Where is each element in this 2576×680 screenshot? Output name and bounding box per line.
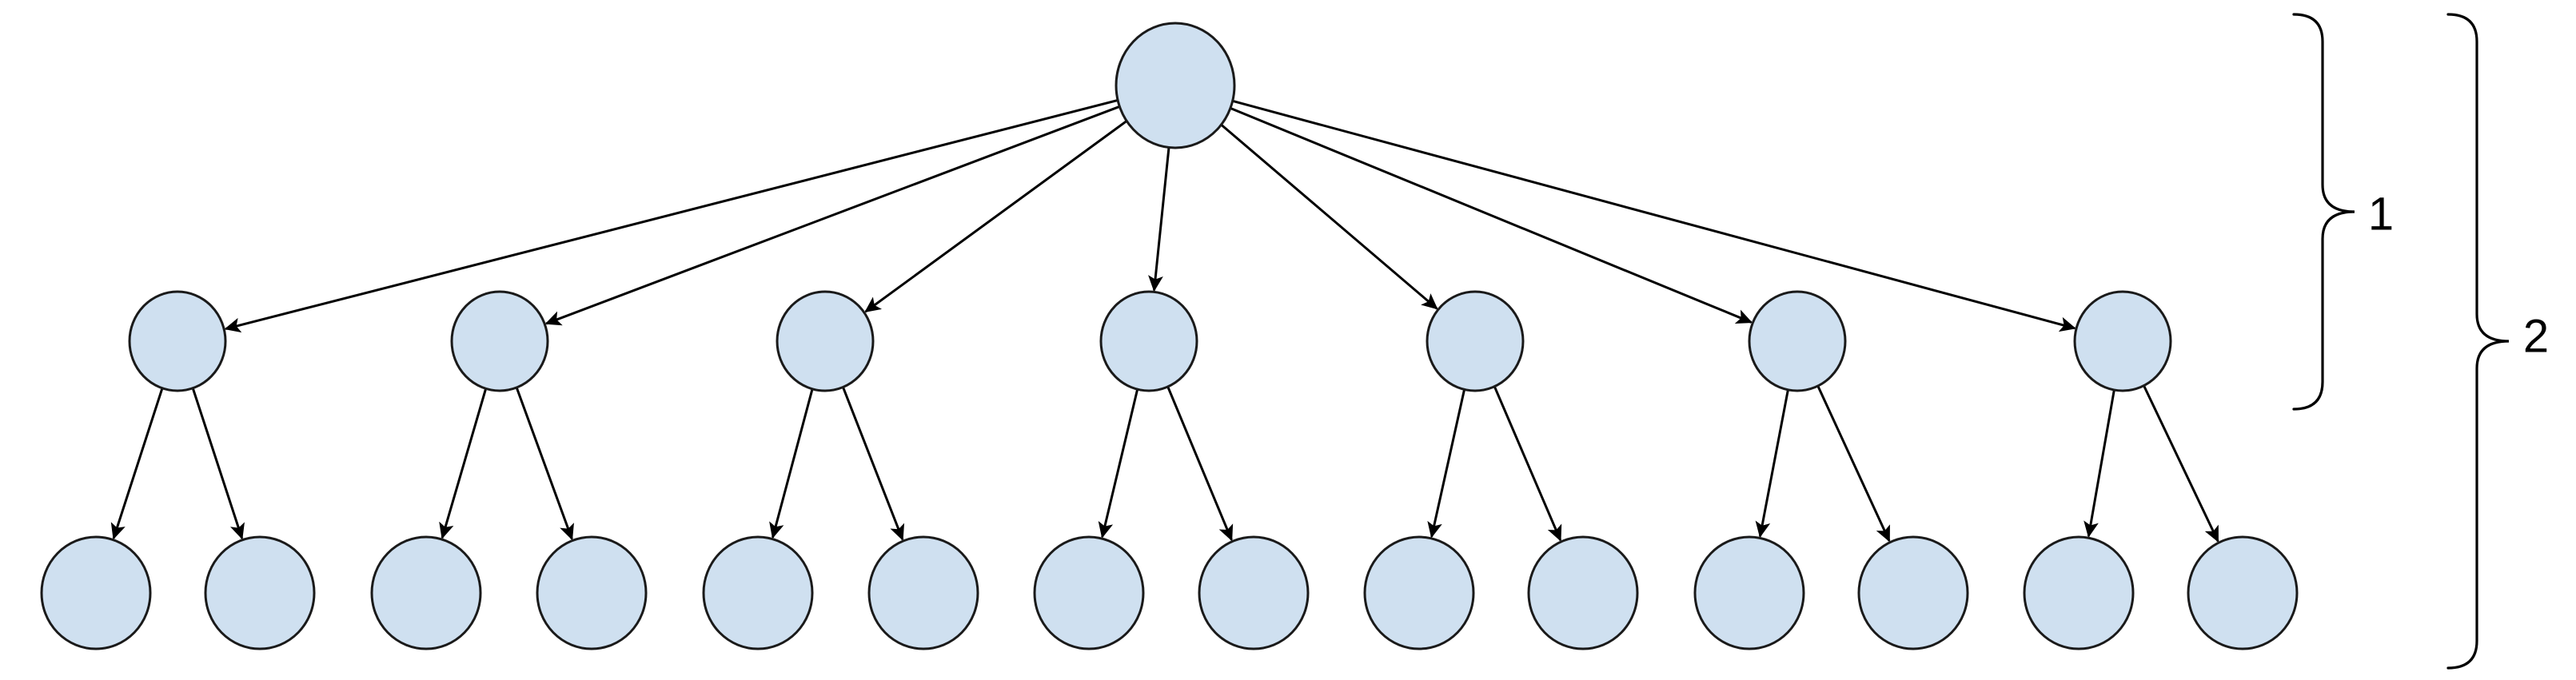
leaf-node-n3-3[interactable] (370, 535, 482, 650)
edge-root-to-n2-1 (224, 98, 1119, 333)
depth-braces-group: 12 (2292, 13, 2549, 670)
leaf-node-n3-11[interactable] (1693, 535, 1805, 650)
level2-node-n2-5[interactable] (1426, 290, 1525, 392)
level2-node-n2-2[interactable] (450, 290, 549, 392)
level2-nodes-group (128, 290, 2172, 392)
leaf-node-n3-4[interactable] (536, 535, 648, 650)
edge-n2-4-to-n3-8 (1166, 386, 1234, 542)
edge-root-to-n2-4 (1148, 147, 1170, 292)
leaf-node-n3-1[interactable] (40, 535, 152, 650)
leaf-node-n3-9[interactable] (1363, 535, 1475, 650)
brace-2-label: 2 (2523, 310, 2549, 362)
leaf-node-n3-14[interactable] (2187, 535, 2299, 650)
edge-n2-3-to-n3-6 (842, 386, 905, 541)
edge-root-to-n2-6 (1230, 106, 1753, 324)
edge-n2-7-to-n3-14 (2143, 384, 2219, 543)
leaf-nodes-group (40, 535, 2299, 650)
edge-n2-5-to-n3-9 (1427, 389, 1466, 539)
edge-n2-6-to-n3-12 (1816, 385, 1891, 543)
edge-n2-3-to-n3-5 (769, 388, 814, 539)
brace-1-path (2292, 13, 2355, 411)
leaf-node-n3-7[interactable] (1033, 535, 1145, 650)
edge-n2-4-to-n3-7 (1098, 388, 1139, 539)
leaf-node-n3-6[interactable] (867, 535, 979, 650)
edge-n2-6-to-n3-11 (1755, 389, 1789, 539)
leaf-node-n3-8[interactable] (1198, 535, 1310, 650)
root-node-group (1115, 22, 1236, 149)
edge-root-to-n2-5 (1220, 123, 1438, 310)
level2-node-n2-3[interactable] (776, 290, 875, 392)
edge-n2-2-to-n3-4 (515, 387, 574, 541)
edge-n2-7-to-n3-13 (2084, 389, 2115, 538)
level2-node-n2-4[interactable] (1099, 290, 1198, 392)
leaf-node-n3-13[interactable] (2023, 535, 2135, 650)
leaf-node-n3-12[interactable] (1857, 535, 1969, 650)
edge-root-to-n2-7 (1232, 99, 2076, 332)
edge-n2-5-to-n3-10 (1493, 386, 1562, 542)
edge-root-to-n2-2 (544, 105, 1120, 326)
edges-root-to-level2 (224, 98, 2076, 333)
edge-root-to-n2-3 (864, 120, 1128, 313)
level2-node-n2-6[interactable] (1748, 290, 1847, 392)
leaf-node-n3-2[interactable] (204, 535, 316, 650)
leaf-node-n3-10[interactable] (1527, 535, 1639, 650)
edge-n2-2-to-n3-3 (439, 388, 488, 539)
edges-level2-to-leaves (110, 384, 2219, 543)
leaf-node-n3-5[interactable] (702, 535, 814, 650)
edge-n2-1-to-n3-1 (110, 388, 164, 540)
level2-node-n2-1[interactable] (128, 290, 227, 392)
brace-2-path (2446, 13, 2510, 670)
level2-node-n2-7[interactable] (2073, 290, 2172, 392)
root-node-root[interactable] (1115, 22, 1236, 149)
edge-n2-1-to-n3-2 (191, 388, 245, 540)
brace-1-label: 1 (2368, 188, 2394, 240)
